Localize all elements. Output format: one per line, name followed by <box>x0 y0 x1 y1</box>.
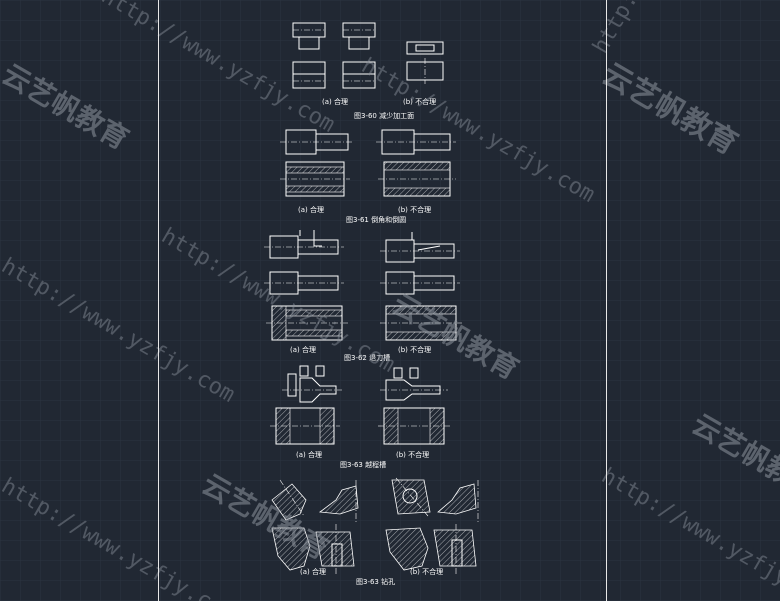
figure-3-64: (a) 合理 (b) 不合理 图3-63 钻孔 <box>271 477 479 586</box>
figure-3-63-right-label: (b) 不合理 <box>396 450 429 459</box>
figure-3-61: (a) 合理 (b) 不合理 图3-61 倒角和倒圆 <box>280 129 456 224</box>
figure-3-63-left-label: (a) 合理 <box>296 450 322 459</box>
figure-3-60-left-label: (a) 合理 <box>322 97 348 106</box>
figure-3-64-caption: 图3-63 钻孔 <box>356 577 395 586</box>
part-3-62-b <box>380 232 462 341</box>
figure-3-60: (a) 合理 (b) 不合理 图3-60 减少加工面 <box>292 22 444 120</box>
figure-3-62-right-label: (b) 不合理 <box>398 345 431 354</box>
figure-3-63: (a) 合理 (b) 不合理 图3-63 越程槽 <box>270 365 450 469</box>
figure-3-63-caption: 图3-63 越程槽 <box>340 460 386 469</box>
part-3-60-b <box>406 41 444 84</box>
figure-3-62-left-label: (a) 合理 <box>290 345 316 354</box>
figure-3-60-right-label: (b) 不合理 <box>403 97 436 106</box>
figure-3-64-right-label: (b) 不合理 <box>410 567 443 576</box>
part-3-62-a <box>264 230 348 341</box>
part-3-63-b <box>378 367 450 445</box>
part-3-64-a <box>271 479 359 574</box>
figure-3-62: (a) 合理 (b) 不合理 图3-62 退刀槽 <box>264 230 462 362</box>
part-3-63-a <box>270 365 342 445</box>
frame-right-border <box>606 0 607 601</box>
figure-3-62-caption: 图3-62 退刀槽 <box>344 353 390 362</box>
figure-3-60-caption: 图3-60 减少加工面 <box>354 111 414 120</box>
figure-3-61-left-label: (a) 合理 <box>298 205 324 214</box>
figure-3-61-right-label: (b) 不合理 <box>398 205 431 214</box>
part-3-64-b <box>385 477 479 574</box>
figure-3-61-caption: 图3-61 倒角和倒圆 <box>346 215 406 224</box>
part-3-61-b <box>376 129 456 197</box>
part-3-61-a <box>280 129 354 197</box>
frame-left-border <box>158 0 159 601</box>
figure-3-64-left-label: (a) 合理 <box>300 567 326 576</box>
part-3-60-a <box>292 22 376 89</box>
